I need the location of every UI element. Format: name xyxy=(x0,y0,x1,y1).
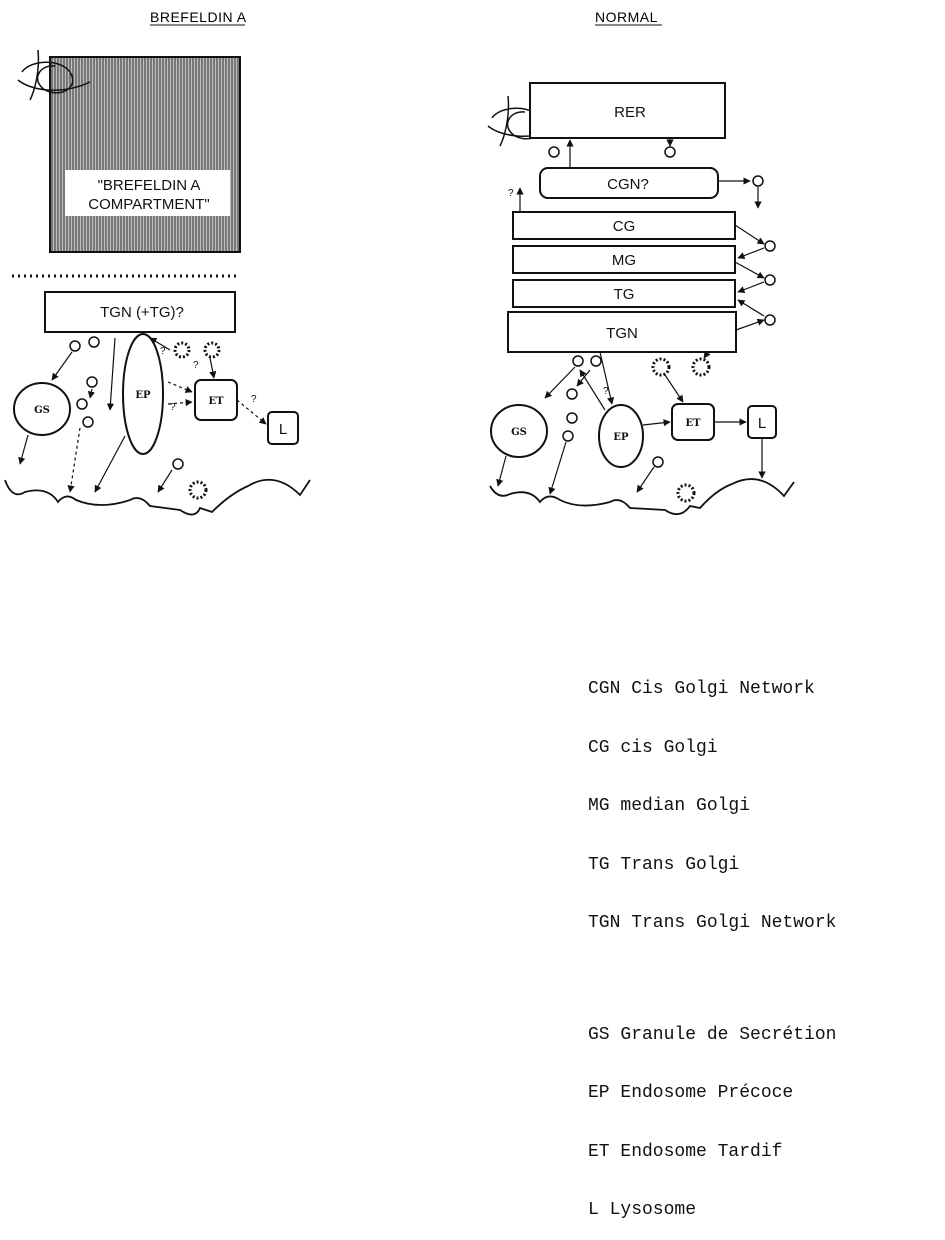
tg-label: TG xyxy=(614,286,635,303)
left-ep-label: EP xyxy=(135,390,151,401)
compartment-label-line1: "BREFELDIN A xyxy=(98,177,201,194)
coated-vesicle-icon xyxy=(175,343,189,357)
left-et-label: ET xyxy=(208,396,224,407)
left-plasma-membrane xyxy=(5,480,310,515)
right-panel-title: NORMAL xyxy=(595,9,658,25)
left-q2: ? xyxy=(193,360,199,371)
cg-label: CG xyxy=(613,218,636,235)
legend: CGN Cis Golgi Network CG cis Golgi MG me… xyxy=(588,641,836,1240)
right-tgn-label: TGN xyxy=(606,325,638,342)
right-l-label: L xyxy=(758,415,766,432)
legend-item: ET Endosome Tardif xyxy=(588,1143,836,1163)
left-tgn-label: TGN (+TG)? xyxy=(100,304,184,321)
compartment-label-line2: COMPARTMENT" xyxy=(88,196,209,213)
left-q4: ? xyxy=(251,394,257,405)
coated-vesicle-icon xyxy=(653,359,669,375)
left-panel: "BREFELDIN A COMPARTMENT" TGN (+TG)? GS … xyxy=(5,50,310,515)
left-l-label: L xyxy=(279,421,287,438)
right-panel: RER CGN? CG MG TG TGN ? ? xyxy=(488,83,794,514)
right-q-cgn: ? xyxy=(508,188,514,199)
cgn-label: CGN? xyxy=(607,176,649,193)
right-ep-label: EP xyxy=(613,432,629,443)
legend-item: L Lysosome xyxy=(588,1201,836,1221)
legend-item: MG median Golgi xyxy=(588,797,836,817)
rer-label: RER xyxy=(614,104,646,121)
legend-item: TG Trans Golgi xyxy=(588,856,836,876)
legend-item: CGN Cis Golgi Network xyxy=(588,680,836,700)
right-et-label: ET xyxy=(685,418,701,429)
legend-item: GS Granule de Secrétion xyxy=(588,1026,836,1046)
legend-item: CG cis Golgi xyxy=(588,739,836,759)
coated-vesicle-icon xyxy=(190,482,206,498)
right-gs-label: GS xyxy=(511,427,527,438)
left-panel-title: BREFELDIN A xyxy=(150,9,247,25)
left-gs-label: GS xyxy=(34,405,50,416)
legend-item: EP Endosome Précoce xyxy=(588,1084,836,1104)
legend-item: TGN Trans Golgi Network xyxy=(588,914,836,934)
coated-vesicle-icon xyxy=(693,359,709,375)
mg-label: MG xyxy=(612,252,636,269)
coated-vesicle-icon xyxy=(205,343,219,357)
coated-vesicle-icon xyxy=(678,485,694,501)
legend-gap xyxy=(588,973,836,987)
